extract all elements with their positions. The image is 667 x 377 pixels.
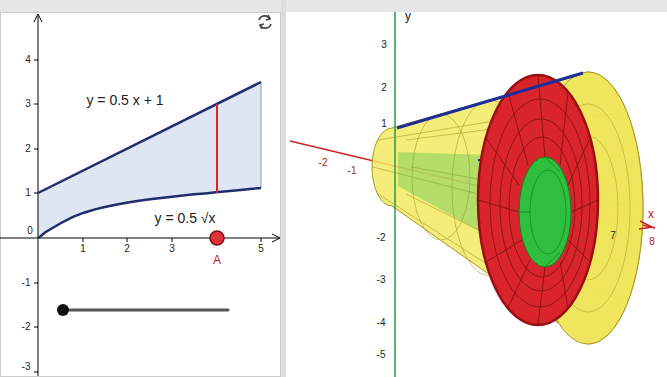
axis-name: x (648, 208, 654, 220)
cross-section-line (216, 104, 218, 193)
top-edge (397, 73, 583, 128)
y-axis (38, 16, 39, 376)
tick-label: -3 (22, 362, 31, 372)
tick-label: -1 (348, 166, 357, 176)
tick-label: 4 (25, 55, 31, 65)
curve-label: y = 0.5 √x (155, 211, 216, 225)
tick-label: 5 (258, 244, 264, 254)
panel-divider (281, 0, 286, 377)
curve-label: y = 0.5 x + 1 (86, 93, 163, 107)
axis-arrow (639, 221, 652, 229)
graph-3d (290, 12, 655, 377)
left-panel-border (1, 13, 281, 377)
tick-label: 2 (124, 244, 130, 254)
tick-label: 3 (169, 244, 175, 254)
tick-label: 2 (381, 83, 387, 93)
tick-label: -1 (22, 278, 31, 288)
tick-label: 1 (25, 188, 31, 198)
tick-label: -2 (319, 158, 328, 168)
point-label: A (213, 254, 221, 266)
y-axis-3d (394, 12, 396, 377)
tick-label: 3 (25, 99, 31, 109)
tick-label: 1 (381, 119, 387, 129)
washer-disk (478, 75, 598, 325)
tick-label: 8 (649, 237, 655, 247)
tick-label: 7 (610, 231, 616, 241)
refresh-icon (259, 15, 271, 29)
tick-label: 1 (80, 244, 86, 254)
slider-track (63, 309, 228, 312)
region-edge (261, 82, 262, 188)
point-a (210, 231, 224, 245)
inner-cylinder (519, 157, 571, 267)
root-curve (38, 188, 261, 238)
tick-label: 3 (381, 40, 387, 50)
tick-label: -4 (377, 318, 386, 328)
tick-label: -2 (377, 233, 386, 243)
tick-label: 0 (27, 226, 33, 236)
tick-label: 2 (25, 144, 31, 154)
top-bar (0, 0, 667, 12)
tick-label: -3 (377, 275, 386, 285)
tick-label: -2 (22, 322, 31, 332)
cylinder-mesh (519, 157, 566, 267)
line-curve (38, 82, 261, 193)
region-fill (38, 82, 261, 238)
axis-name: y (405, 10, 411, 22)
washer-mesh (478, 75, 598, 325)
tick-marks (34, 60, 261, 372)
outer-surface (372, 72, 643, 344)
graph-2d (0, 14, 280, 376)
axis-arrow (272, 234, 280, 242)
tick-label: -5 (377, 350, 386, 360)
x-axis (0, 238, 279, 239)
axis-arrow (34, 14, 42, 22)
slider-knob (57, 304, 69, 316)
